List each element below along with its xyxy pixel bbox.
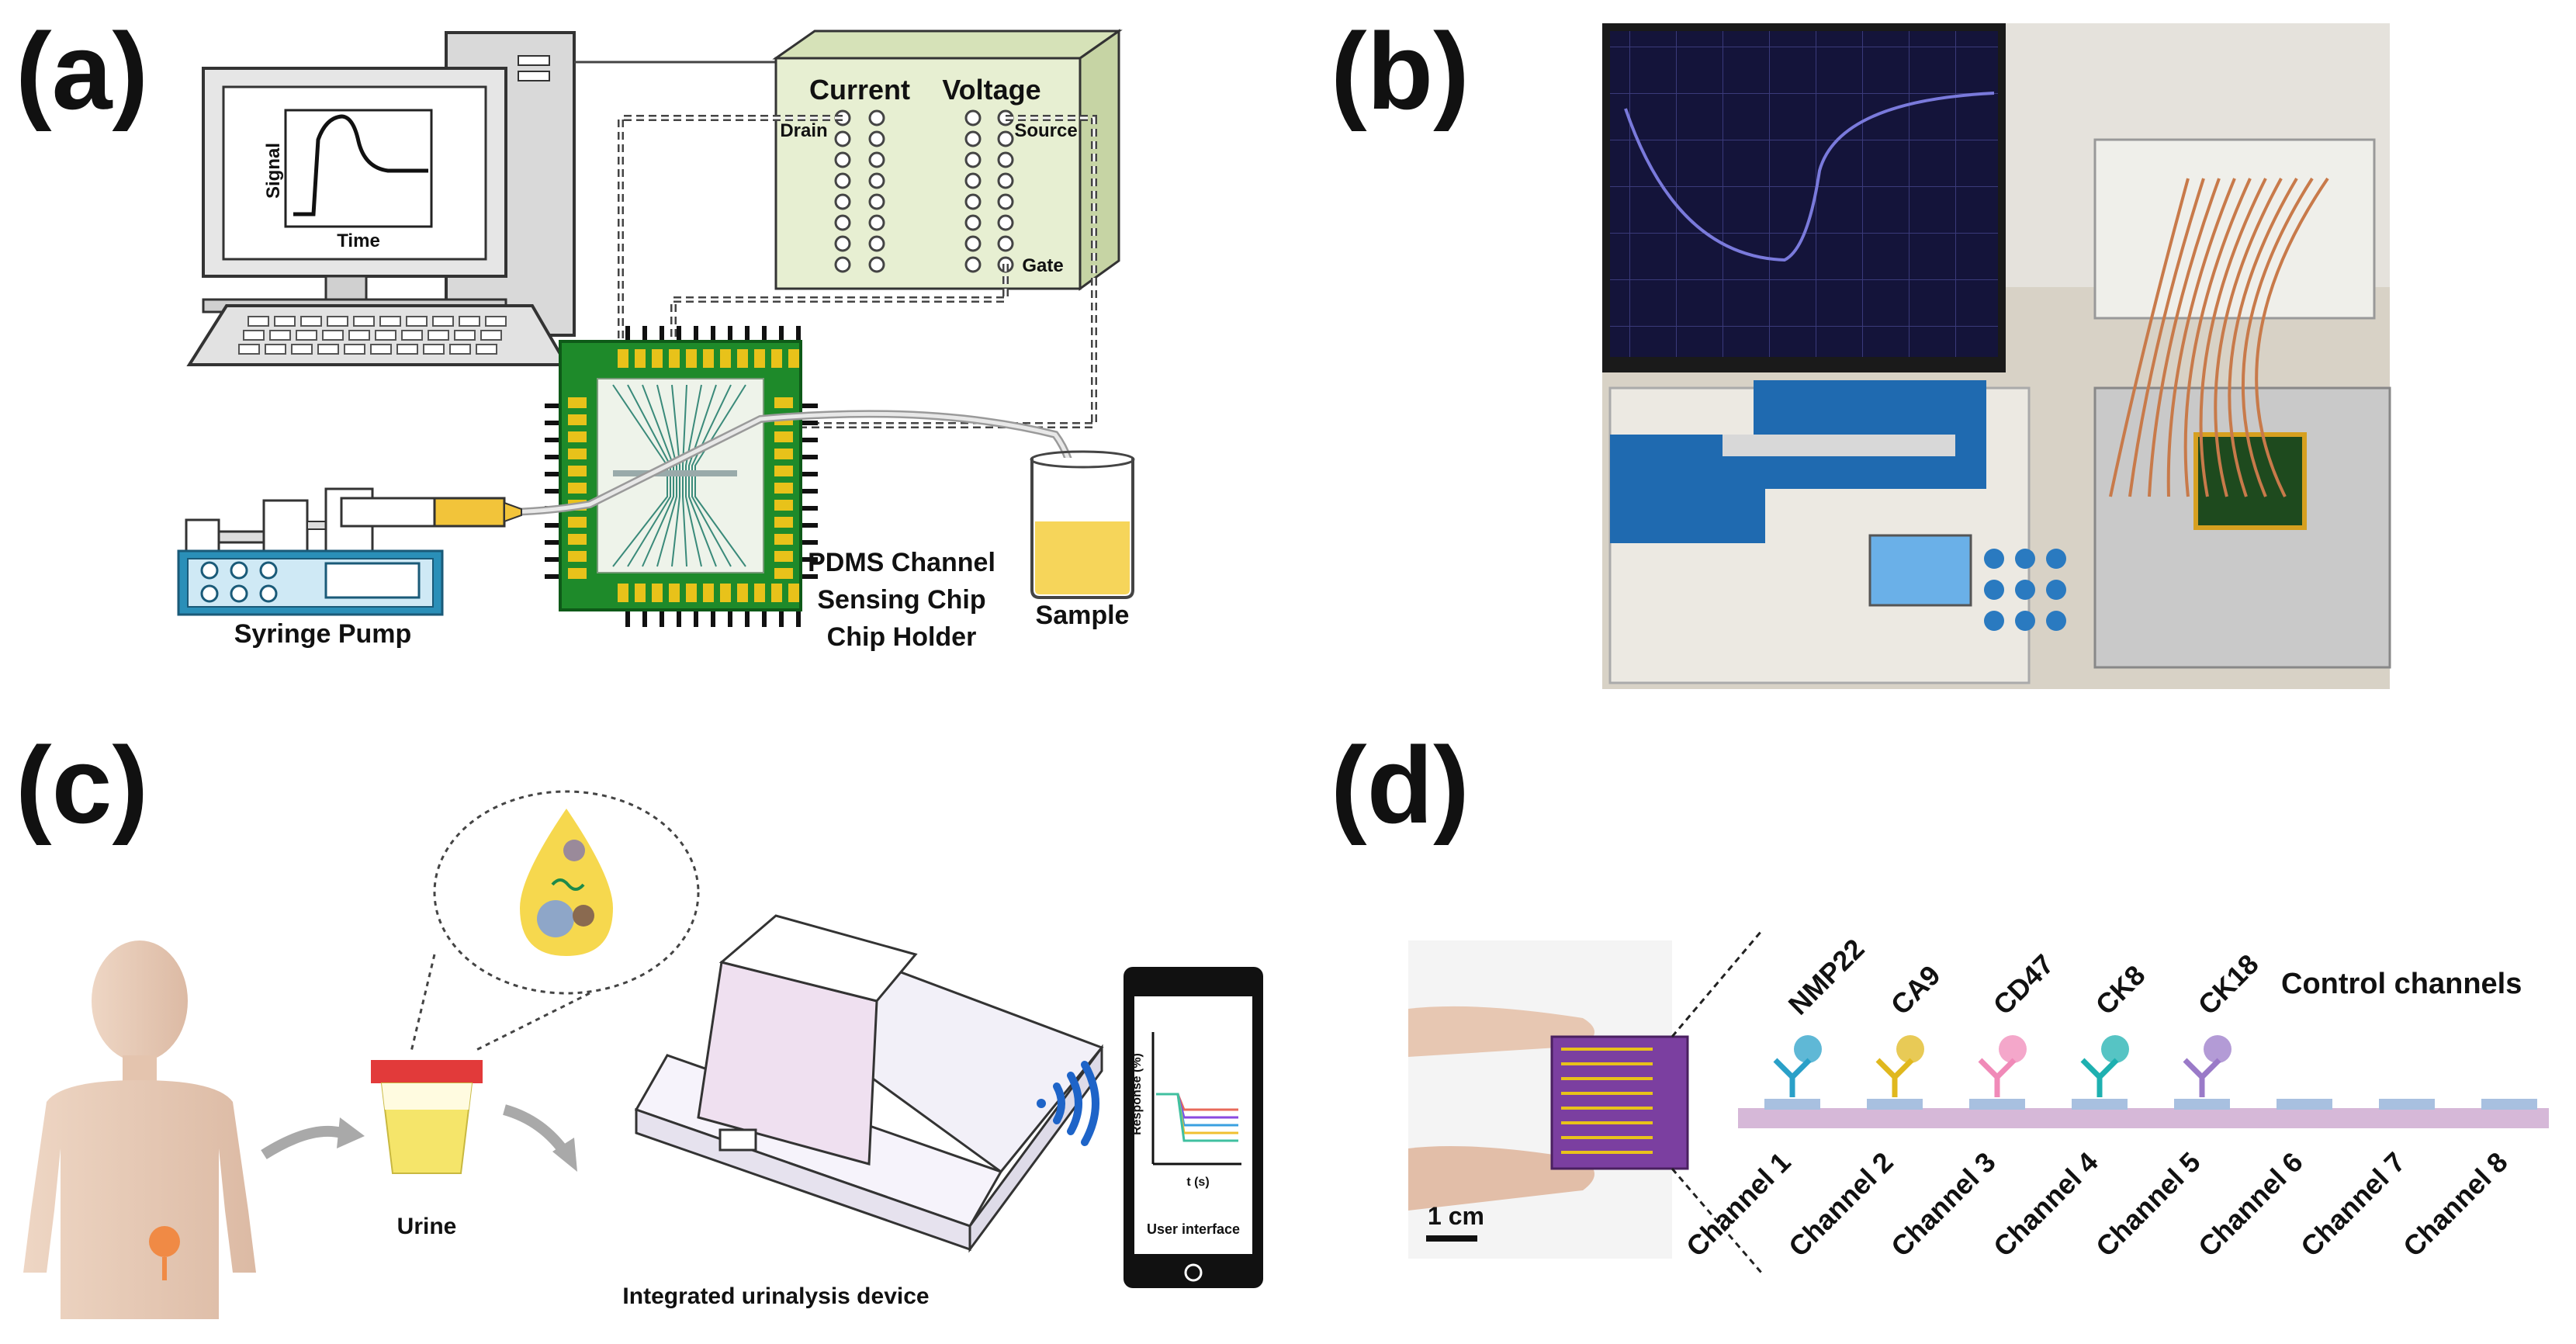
current-label: Current — [809, 74, 910, 106]
electrode-7 — [2379, 1099, 2435, 1110]
channel-label-4: Channel 4 — [1987, 1146, 2104, 1263]
monitor-ylabel: Signal — [263, 143, 284, 199]
panel-d-label: (d) — [1331, 724, 1470, 846]
marker-label-4: CK8 — [2090, 959, 2152, 1021]
panel-c: (c) Urine — [16, 724, 1263, 1319]
device-label: Integrated urinalysis device — [622, 1283, 929, 1309]
antibody-icon — [1875, 1035, 1924, 1097]
channel-label-6: Channel 6 — [2192, 1146, 2309, 1263]
channel-label-5: Channel 5 — [2090, 1146, 2207, 1263]
chip-label-1: PDMS Channel — [808, 548, 995, 577]
marker-label-1: NMP22 — [1782, 933, 1871, 1021]
urine-cup-icon: Urine — [371, 1060, 483, 1239]
chip-label-3: Chip Holder — [827, 622, 977, 652]
channel-label-3: Channel 3 — [1885, 1146, 2002, 1263]
drain-label: Drain — [780, 120, 827, 141]
keyboard-icon — [186, 304, 570, 366]
syringe-pump-icon: Syringe Pump — [177, 487, 522, 649]
device-icon: Integrated urinalysis device — [622, 914, 1104, 1309]
channel-label-7: Channel 7 — [2294, 1146, 2412, 1263]
panel-b-label: (b) — [1331, 10, 1470, 132]
human-body-icon — [23, 940, 256, 1319]
channel-label-8: Channel 8 — [2397, 1146, 2514, 1263]
antibody-icon — [2080, 1035, 2129, 1097]
source-label: Source — [1014, 120, 1077, 141]
phone-caption: User interface — [1147, 1221, 1240, 1237]
panel-c-label: (c) — [16, 724, 148, 846]
channel-label-2: Channel 2 — [1782, 1146, 1899, 1263]
control-channels-label: Control channels — [2281, 968, 2522, 1000]
electrode-4 — [2072, 1099, 2128, 1110]
antibody-icon — [1978, 1035, 2027, 1097]
panel-a-label: (a) — [16, 10, 148, 132]
electrode-5 — [2174, 1099, 2230, 1110]
wifi-icon — [1037, 1061, 1099, 1146]
phone-ylabel: Response (%) — [1130, 1053, 1144, 1135]
smartphone-icon: Response (%) t (s) User interface — [1124, 967, 1263, 1288]
monitor-xlabel: Time — [337, 230, 380, 251]
monitor-icon: Signal Time — [202, 67, 507, 313]
electrode-1 — [1764, 1099, 1820, 1110]
urine-label: Urine — [397, 1214, 457, 1239]
marker-label-3: CD47 — [1987, 948, 2060, 1021]
antibody-icon — [1773, 1035, 1822, 1097]
electrode-8 — [2481, 1099, 2537, 1110]
sensing-chip-icon — [545, 326, 818, 627]
sample-label: Sample — [1036, 601, 1130, 630]
beaker-icon: Sample — [1030, 450, 1135, 630]
chip-label-2: Sensing Chip — [817, 585, 985, 615]
syringe-pump-label: Syringe Pump — [234, 619, 412, 649]
marker-label-2: CA9 — [1885, 959, 1947, 1021]
electrode-2 — [1867, 1099, 1923, 1110]
scale-bar-label: 1 cm — [1428, 1202, 1484, 1230]
instrument-box: Current Voltage Drain Source Gate — [772, 29, 1123, 291]
panel-a: (a) Signal Time C — [16, 10, 1135, 652]
droplet-icon — [520, 809, 613, 956]
gate-label: Gate — [1022, 255, 1063, 276]
antibody-icon — [2183, 1035, 2231, 1097]
finger-chip-photo: 1 cm — [1408, 940, 1689, 1259]
phone-xlabel: t (s) — [1186, 1176, 1209, 1189]
setup-photo — [1602, 23, 2391, 689]
substrate — [1738, 1108, 2549, 1128]
electrode-6 — [2277, 1099, 2332, 1110]
electrode-3 — [1969, 1099, 2025, 1110]
voltage-label: Voltage — [942, 74, 1040, 106]
marker-label-5: CK18 — [2192, 948, 2265, 1021]
panel-b: (b) — [1331, 10, 2391, 689]
